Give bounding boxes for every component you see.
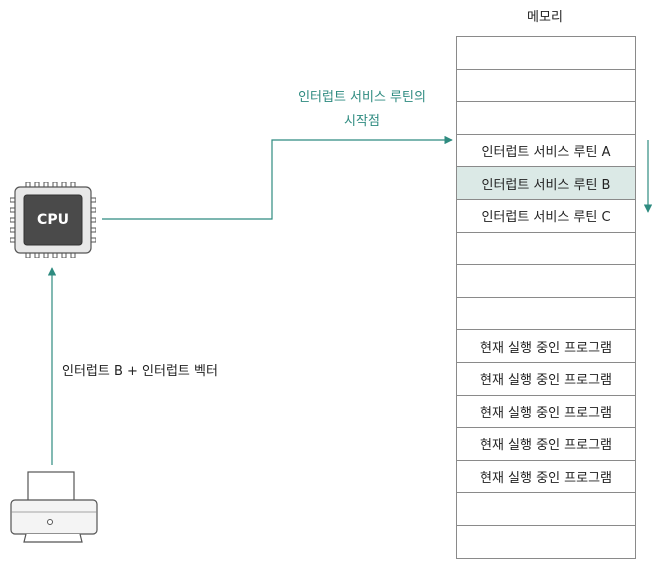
memory-cell: 인터럽트 서비스 루틴 B (457, 167, 635, 200)
memory-cell: 인터럽트 서비스 루틴 C (457, 200, 635, 233)
memory-cell: 현재 실행 중인 프로그램 (457, 428, 635, 461)
memory-cell (457, 298, 635, 331)
memory-cell (457, 265, 635, 298)
isr-start-label: 인터럽트 서비스 루틴의 시작점 (276, 86, 448, 134)
isr-start-label-line1: 인터럽트 서비스 루틴의 (298, 90, 426, 105)
memory-cell (457, 102, 635, 135)
memory-cell (457, 37, 635, 70)
interrupt-label: 인터럽트 B + 인터럽트 벡터 (62, 364, 218, 379)
memory-cell: 현재 실행 중인 프로그램 (457, 363, 635, 396)
memory-cell: 인터럽트 서비스 루틴 A (457, 135, 635, 168)
cpu-to-isr-arrow (102, 135, 453, 220)
memory-cell (457, 70, 635, 103)
memory-cell: 현재 실행 중인 프로그램 (457, 461, 635, 494)
memory-title: 메모리 (527, 10, 563, 25)
isr-start-label-line2: 시작점 (344, 114, 380, 129)
memory-cell (457, 526, 635, 559)
printer-icon (8, 468, 100, 548)
memory-cell (457, 493, 635, 526)
memory-cell (457, 233, 635, 266)
cpu-label: CPU (37, 212, 69, 228)
cpu-chip-icon: CPU (9, 181, 97, 259)
memory-cell: 현재 실행 중인 프로그램 (457, 330, 635, 363)
memory-cell: 현재 실행 중인 프로그램 (457, 396, 635, 429)
